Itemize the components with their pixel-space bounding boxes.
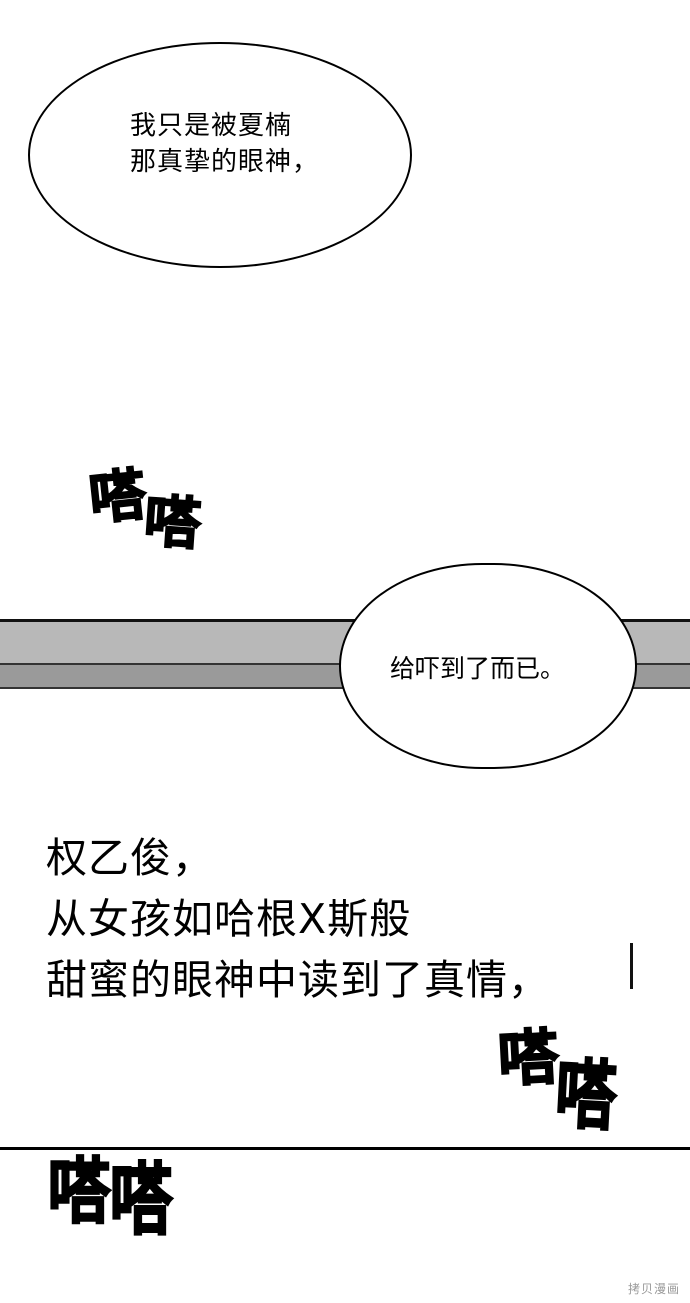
watermark: 拷贝漫画 bbox=[627, 1282, 680, 1296]
sound-effect-tapping-3: 嗒嗒 bbox=[47, 1140, 173, 1246]
speech-bubble-top bbox=[28, 42, 412, 268]
narration-line: 甜蜜的眼神中读到了真情， bbox=[46, 956, 550, 1004]
narration-line: 权乙俊， bbox=[46, 834, 214, 882]
sfx-char: 嗒 bbox=[85, 461, 149, 533]
bubble-line: 给吓到了而已。 bbox=[390, 654, 566, 683]
text-cursor-bar bbox=[630, 943, 633, 989]
sfx-char: 嗒 bbox=[47, 1148, 111, 1234]
sound-effect-tapping-2: 嗒嗒 bbox=[495, 1010, 619, 1142]
speech-bubble-middle-text: 给吓到了而已。 bbox=[390, 652, 610, 686]
panel-divider-line bbox=[0, 1147, 690, 1150]
narration-text: 权乙俊， 从女孩如哈根X斯般 甜蜜的眼神中读到了真情， bbox=[46, 828, 646, 1011]
sfx-char: 嗒 bbox=[141, 488, 203, 559]
speech-bubble-top-text: 我只是被夏楠 那真挚的眼神， bbox=[130, 108, 370, 180]
bubble-line: 我只是被夏楠 bbox=[130, 111, 293, 141]
narration-line: 从女孩如哈根X斯般 bbox=[46, 895, 412, 943]
speech-bubble-middle bbox=[339, 563, 637, 769]
sound-effect-tapping-1: 嗒嗒 bbox=[85, 460, 203, 559]
bubble-line: 那真挚的眼神， bbox=[130, 147, 320, 177]
sfx-char: 嗒 bbox=[495, 1021, 561, 1096]
sfx-char: 嗒 bbox=[109, 1153, 173, 1247]
sfx-char: 嗒 bbox=[552, 1050, 619, 1143]
